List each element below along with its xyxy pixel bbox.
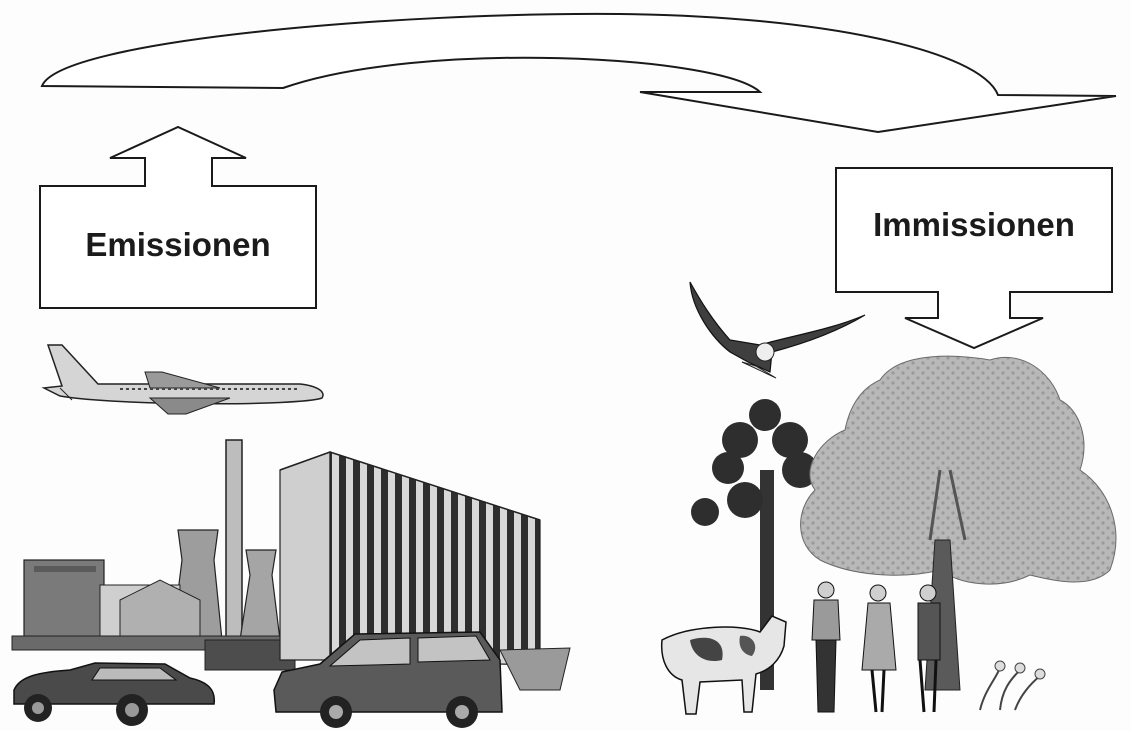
airplane-icon [41, 344, 324, 415]
office-building-icon [279, 451, 571, 691]
person-man-icon [811, 581, 841, 713]
transport-arrow [40, 12, 1117, 134]
person-woman-icon [861, 584, 897, 713]
immissions-box-arrow [835, 167, 1113, 350]
flowers-icon [979, 660, 1046, 711]
tree-light-icon [800, 355, 1117, 691]
car-icon [13, 662, 216, 726]
person-walker-icon [917, 584, 941, 713]
eagle-icon [689, 281, 866, 379]
cow-icon [660, 615, 787, 715]
emissions-box-arrow [39, 125, 317, 309]
van-icon [273, 631, 503, 728]
power-plant-icon [11, 439, 296, 671]
immissions-label: Immissionen [873, 206, 1075, 243]
emissions-label: Emissionen [85, 226, 271, 263]
